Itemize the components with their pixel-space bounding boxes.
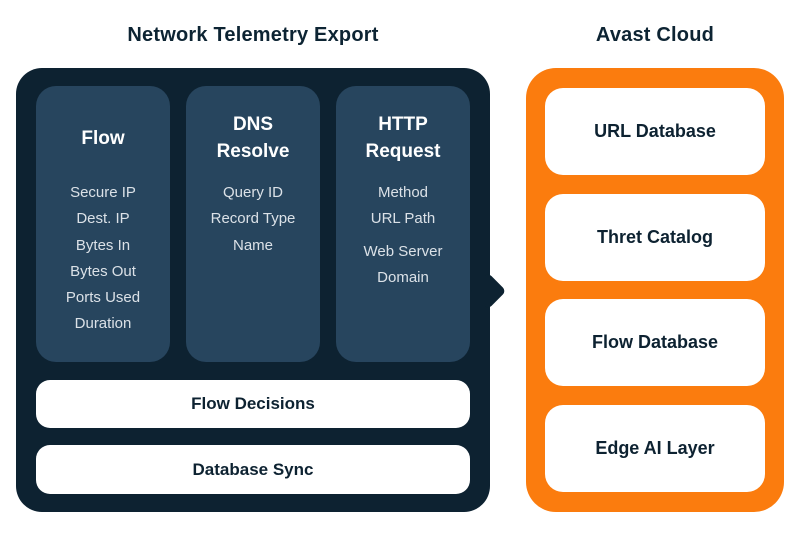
avast-cloud-title: Avast Cloud <box>595 24 715 46</box>
database-sync-bar: Database Sync <box>36 445 470 494</box>
list-item: Method <box>377 184 429 201</box>
panel-arrow-tab <box>469 272 507 310</box>
flow-column-title: Flow <box>81 127 125 149</box>
flow-column: Flow Secure IP Dest. IP Bytes In Bytes O… <box>36 86 170 362</box>
http-request-column-items: Method URL Path Web Server Domain <box>344 180 462 291</box>
telemetry-export-panel: Flow Secure IP Dest. IP Bytes In Bytes O… <box>16 68 507 512</box>
dns-resolve-column-items: Query ID Record Type Name <box>194 180 312 259</box>
list-item: URL Path <box>370 210 436 228</box>
list-item: Web Server Domain <box>363 242 443 286</box>
http-request-column: HTTP Request Method URL Path Web Server … <box>336 86 470 362</box>
list-item: Dest. IP <box>76 210 130 228</box>
flow-database-box: Flow Database <box>545 299 765 387</box>
telemetry-columns: Flow Secure IP Dest. IP Bytes In Bytes O… <box>36 86 470 362</box>
list-item: Bytes Out <box>70 262 136 280</box>
list-item: Record Type <box>210 210 296 228</box>
thret-catalog-box: Thret Catalog <box>545 193 765 281</box>
flow-column-items: Secure IP Dest. IP Bytes In Bytes Out Po… <box>44 180 162 338</box>
edge-ai-layer-box: Edge AI Layer <box>545 404 765 492</box>
dns-resolve-column: DNS Resolve Query ID Record Type Name <box>186 86 320 362</box>
flow-decisions-bar: Flow Decisions <box>36 379 470 429</box>
http-request-column-title: HTTP Request <box>365 114 441 162</box>
list-item: Name <box>232 236 273 254</box>
url-database-box: URL Database <box>545 88 765 175</box>
list-item: Duration <box>74 315 132 333</box>
list-item: Bytes In <box>75 236 131 254</box>
list-item: Secure IP <box>70 184 136 201</box>
list-item: Ports Used <box>65 289 141 306</box>
avast-cloud-panel: URL Database Thret Catalog Flow Database… <box>526 68 784 512</box>
dns-resolve-column-title: DNS Resolve <box>216 114 290 162</box>
telemetry-export-title: Network Telemetry Export <box>127 24 379 46</box>
list-item: Query ID <box>222 184 283 201</box>
